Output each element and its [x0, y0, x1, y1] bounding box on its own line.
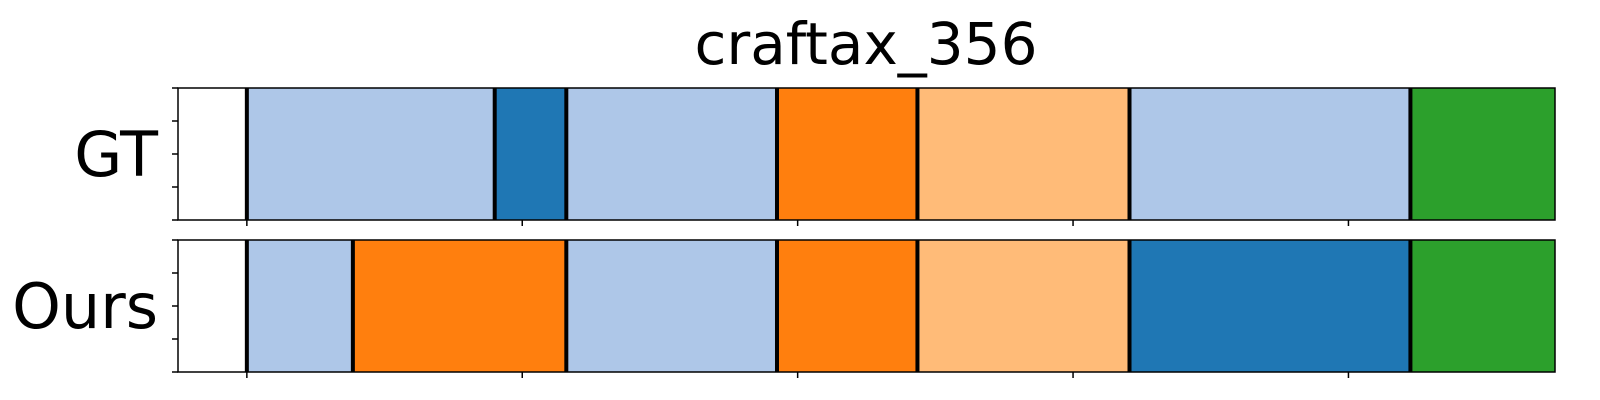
rows-layer: GT Ours — [12, 87, 1556, 378]
chart-title: craftax_356 — [695, 10, 1038, 78]
segment-bar — [917, 88, 1130, 220]
segment-bar — [352, 240, 567, 372]
row-label: GT — [74, 118, 159, 191]
row-ours: Ours — [12, 239, 1556, 378]
segments — [244, 240, 1555, 372]
row-gt: GT — [74, 87, 1556, 226]
segment-bar — [776, 240, 918, 372]
row-label: Ours — [12, 270, 158, 343]
segment-bar — [1410, 88, 1555, 220]
segment-bar — [566, 88, 777, 220]
segments — [244, 88, 1555, 220]
segment-bar — [566, 240, 777, 372]
segment-bar — [917, 240, 1130, 372]
segment-bar — [246, 240, 353, 372]
segment-bar — [1410, 240, 1555, 372]
segment-bar — [776, 88, 918, 220]
segment-bar — [1129, 240, 1411, 372]
segment-bar — [1129, 88, 1411, 220]
segment-bar — [494, 88, 567, 220]
segment-bar — [246, 88, 495, 220]
